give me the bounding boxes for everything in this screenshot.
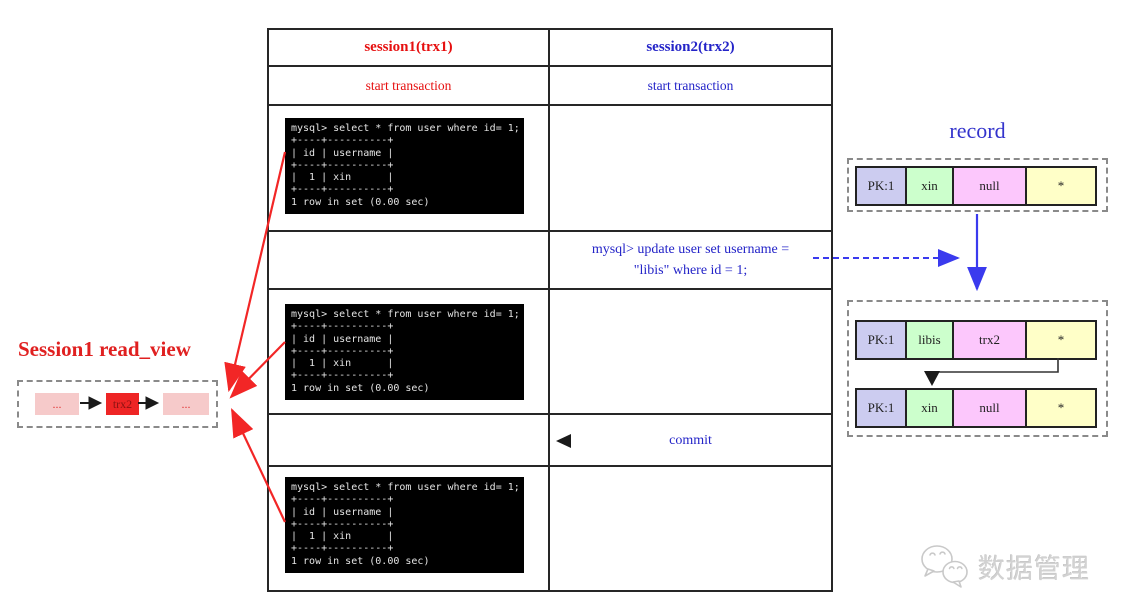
- record-row-new-version: PK:1 libis trx2 *: [855, 320, 1097, 360]
- readview-cell-next: ...: [163, 393, 209, 415]
- terminal-line: | 1 | xin |: [291, 358, 394, 370]
- record-cell-trx: trx2: [954, 322, 1027, 358]
- session2-start-transaction: start transaction: [550, 67, 831, 106]
- record-title: record: [949, 118, 1006, 143]
- terminal-line: +----+----------+: [291, 159, 394, 171]
- terminal-line: 1 row in set (0.00 sec): [291, 555, 430, 567]
- cell-empty-3: [550, 290, 831, 415]
- record-cell-rest: *: [1027, 390, 1095, 426]
- update-line2: "libis" where id = 1;: [633, 263, 748, 278]
- watermark: 数据管理: [918, 541, 1090, 591]
- session1-start-transaction: start transaction: [269, 67, 550, 106]
- readview-box: ... trx2 ...: [17, 380, 218, 428]
- cell-select2-holder: [269, 290, 550, 415]
- update-line1: mysql> update user set username =: [591, 242, 790, 257]
- terminal-line: +----+----------+: [291, 184, 394, 196]
- terminal-select-2: mysql> select * from user where id= 1; +…: [285, 304, 524, 400]
- readview-cell-trx2: trx2: [106, 393, 139, 415]
- record-cell-trx: null: [954, 390, 1027, 426]
- terminal-line: +----+----------+: [291, 543, 394, 555]
- record-cell-name: xin: [907, 390, 954, 426]
- record-cell-pk: PK:1: [857, 322, 907, 358]
- record-cell-trx: null: [954, 168, 1027, 204]
- cell-empty-5: [550, 467, 831, 592]
- session2-commit: commit: [550, 415, 831, 467]
- cell-empty-2: [269, 232, 550, 290]
- cell-empty-4: [269, 415, 550, 467]
- record-row-old-version: PK:1 xin null *: [855, 388, 1097, 428]
- cell-empty-1: [550, 106, 831, 232]
- terminal-line: +----+----------+: [291, 494, 394, 506]
- terminal-line: mysql> select * from user where id= 1;: [291, 123, 520, 134]
- cell-select1-holder: [269, 106, 550, 232]
- wechat-icon: [921, 545, 968, 588]
- cell-select3-holder: [269, 467, 550, 592]
- record-cell-pk: PK:1: [857, 168, 907, 204]
- watermark-text: 数据管理: [978, 553, 1090, 585]
- terminal-line: +----+----------+: [291, 370, 394, 382]
- session2-update-statement: mysql> update user set username = "libis…: [550, 232, 831, 290]
- terminal-line: | 1 | xin |: [291, 531, 394, 543]
- readview-title: Session1 read_view: [18, 337, 191, 361]
- terminal-line: 1 row in set (0.00 sec): [291, 196, 430, 208]
- record-cell-name: xin: [907, 168, 954, 204]
- header-session2: session2(trx2): [550, 30, 831, 67]
- terminal-line: +----+----------+: [291, 518, 394, 530]
- terminal-line: 1 row in set (0.00 sec): [291, 382, 430, 394]
- header-session1: session1(trx1): [269, 30, 550, 67]
- terminal-line: | id | username |: [291, 333, 394, 345]
- terminal-line: +----+----------+: [291, 345, 394, 357]
- record-box-versions: PK:1 libis trx2 * PK:1 xin null *: [847, 300, 1108, 437]
- terminal-line: +----+----------+: [291, 321, 394, 333]
- terminal-line: | id | username |: [291, 147, 394, 159]
- record-cell-name: libis: [907, 322, 954, 358]
- terminal-line: | 1 | xin |: [291, 172, 394, 184]
- terminal-line: mysql> select * from user where id= 1;: [291, 482, 520, 493]
- terminal-line: +----+----------+: [291, 135, 394, 147]
- record-cell-pk: PK:1: [857, 390, 907, 426]
- record-cell-rest: *: [1027, 168, 1095, 204]
- record-box-current: PK:1 xin null *: [847, 158, 1108, 212]
- terminal-line: | id | username |: [291, 506, 394, 518]
- record-cell-rest: *: [1027, 322, 1095, 358]
- terminal-select-3: mysql> select * from user where id= 1; +…: [285, 477, 524, 573]
- readview-cell-prev: ...: [35, 393, 79, 415]
- record-row-current: PK:1 xin null *: [855, 166, 1097, 206]
- terminal-select-1: mysql> select * from user where id= 1; +…: [285, 118, 524, 214]
- terminal-line: mysql> select * from user where id= 1;: [291, 309, 520, 320]
